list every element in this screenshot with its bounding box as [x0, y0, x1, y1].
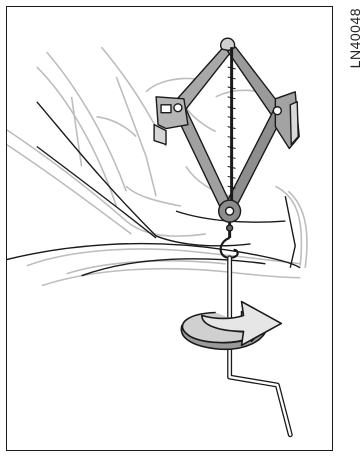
jack-illustration	[7, 7, 332, 450]
illustration-frame	[6, 6, 333, 451]
scissor-jack-icon	[154, 38, 299, 258]
figure-code-label: LN40048	[347, 8, 360, 68]
